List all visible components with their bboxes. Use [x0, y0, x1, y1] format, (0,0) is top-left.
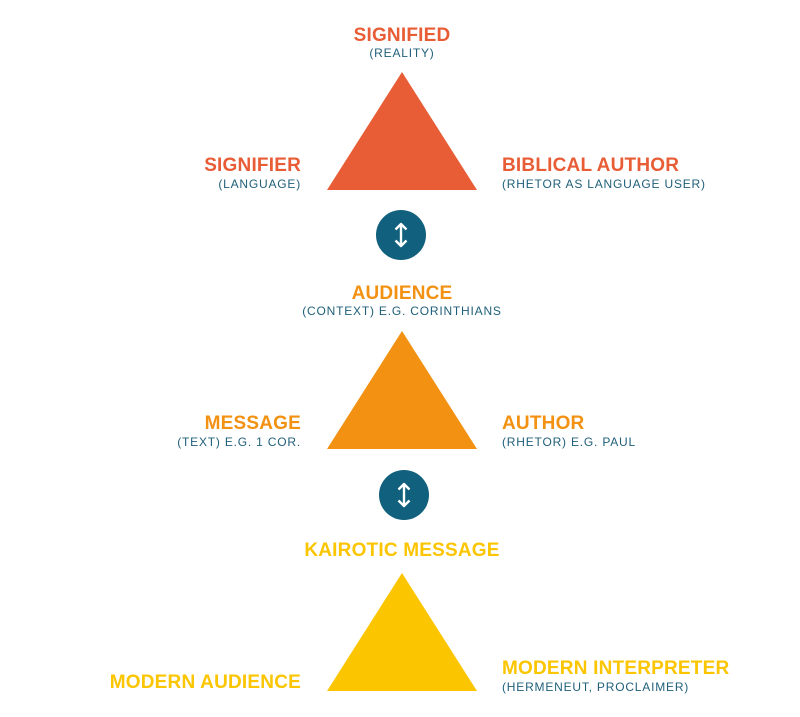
level2-top-sub: (CONTEXT) E.G. CORINTHIANS: [302, 304, 502, 318]
level3-triangle: [327, 573, 477, 691]
level1-right-title: BIBLICAL AUTHOR: [502, 155, 680, 176]
connector-2: [379, 470, 429, 520]
level2-left-sub: (TEXT) E.G. 1 COR.: [177, 435, 301, 449]
level3-right-sub: (HERMENEUT, PROCLAIMER): [502, 680, 690, 694]
level1-left-sub: (LANGUAGE): [218, 177, 301, 191]
level3-right-title: MODERN INTERPRETER: [502, 658, 730, 679]
level1-top-title: SIGNIFIED: [353, 25, 451, 46]
level2-top-title: AUDIENCE: [351, 283, 453, 304]
level3-left-title: MODERN AUDIENCE: [109, 672, 301, 693]
up-down-arrow-icon: [394, 222, 408, 248]
level3-top-title: KAIROTIC MESSAGE: [304, 540, 500, 561]
up-down-arrow-icon: [397, 482, 411, 508]
connector-1: [376, 210, 426, 260]
level1-triangle: [327, 72, 477, 190]
level2-right-sub: (RHETOR) E.G. PAUL: [502, 435, 636, 449]
level1-left-title: SIGNIFIER: [204, 155, 301, 176]
level1-right-sub: (RHETOR AS LANGUAGE USER): [502, 177, 706, 191]
level2-left-title: MESSAGE: [204, 413, 301, 434]
level1-top-sub: (REALITY): [369, 46, 435, 60]
level2-right-title: AUTHOR: [502, 413, 585, 434]
level2-triangle: [327, 331, 477, 449]
